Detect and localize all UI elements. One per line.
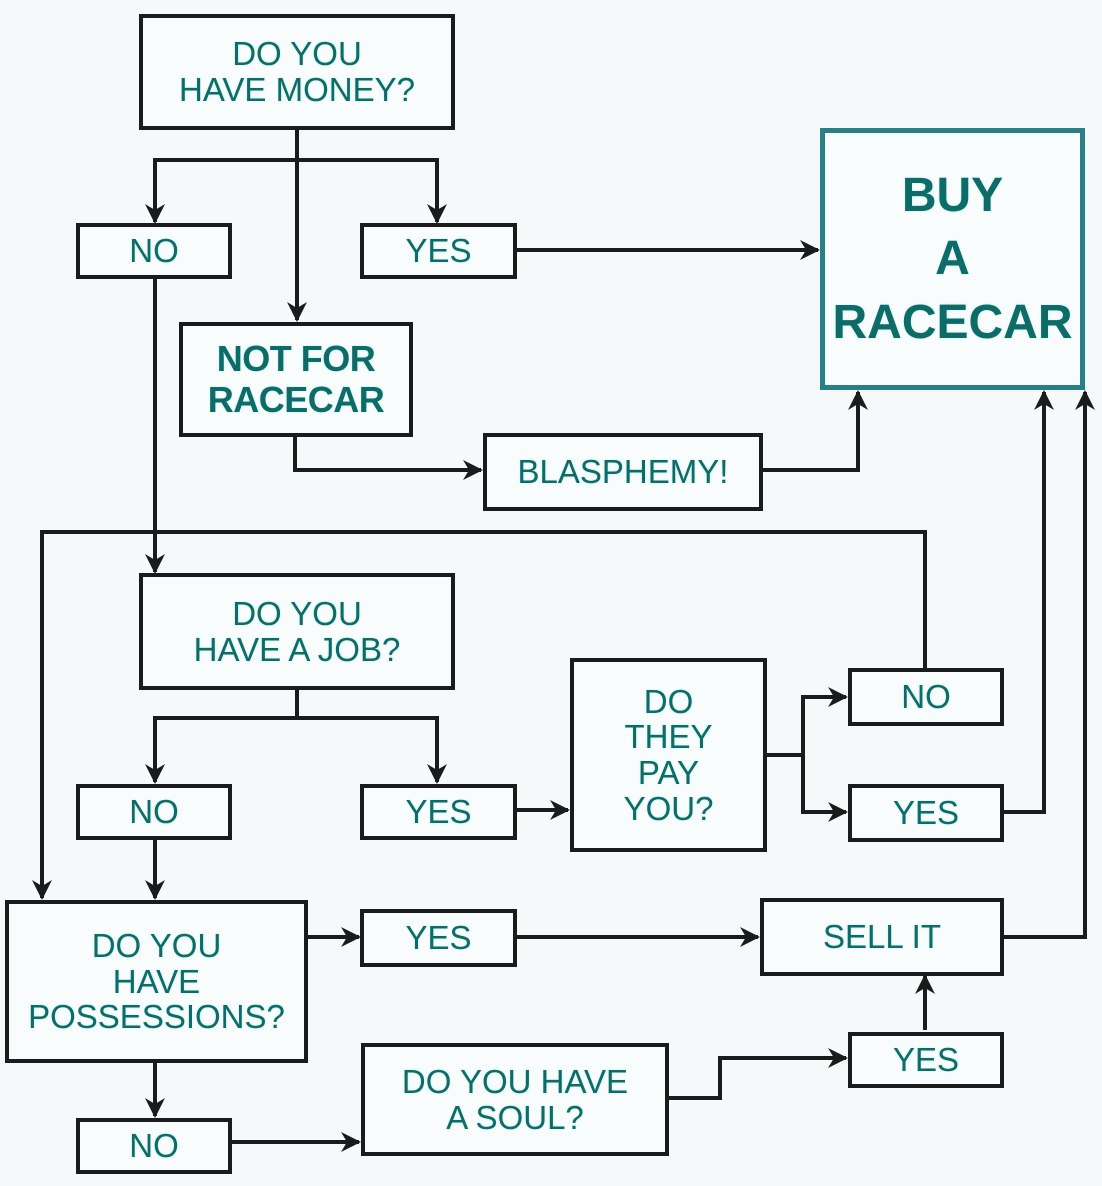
connector-sell-to-racecar (1002, 390, 1095, 939)
action-sell-it: SELL IT (760, 898, 1004, 976)
connector-money-to-yes (297, 158, 447, 224)
answer-money-yes: YES (360, 223, 517, 279)
outcome-buy-racecar: BUY A RACECAR (820, 128, 1085, 390)
connector-money-to-no (145, 128, 299, 224)
answer-blasphemy: BLASPHEMY! (483, 433, 763, 511)
answer-job-yes: YES (360, 784, 517, 840)
answer-money-no: NO (76, 223, 232, 279)
connector-pay-no-loop (32, 530, 927, 900)
connector-job-to-yes (297, 716, 447, 784)
answer-soul-yes: YES (848, 1032, 1004, 1088)
connector-pay-to-no (765, 687, 848, 757)
answer-not-for-racecar: NOT FOR RACECAR (179, 322, 413, 437)
connector-pay-yes-to-racecar (1002, 390, 1054, 814)
question-have-possessions: DO YOU HAVE POSSESSIONS? (5, 900, 308, 1063)
question-do-they-pay: DO THEY PAY YOU? (570, 658, 767, 852)
question-have-job: DO YOU HAVE A JOB? (139, 573, 455, 690)
question-have-money: DO YOU HAVE MONEY? (139, 14, 455, 130)
answer-job-no: NO (76, 784, 232, 840)
answer-possessions-no: NO (76, 1118, 232, 1174)
answer-pay-no: NO (848, 668, 1004, 726)
answer-possessions-yes: YES (360, 909, 517, 967)
connector-job-to-no (145, 688, 299, 784)
connector-pay-to-yes (801, 755, 848, 822)
connector-not-for-racecar-to-blasphemy (293, 434, 483, 480)
answer-pay-yes: YES (848, 784, 1004, 842)
connector-soul-to-yes (667, 1048, 848, 1100)
question-have-soul: DO YOU HAVE A SOUL? (361, 1043, 669, 1156)
connector-blasphemy-to-racecar (761, 390, 868, 472)
